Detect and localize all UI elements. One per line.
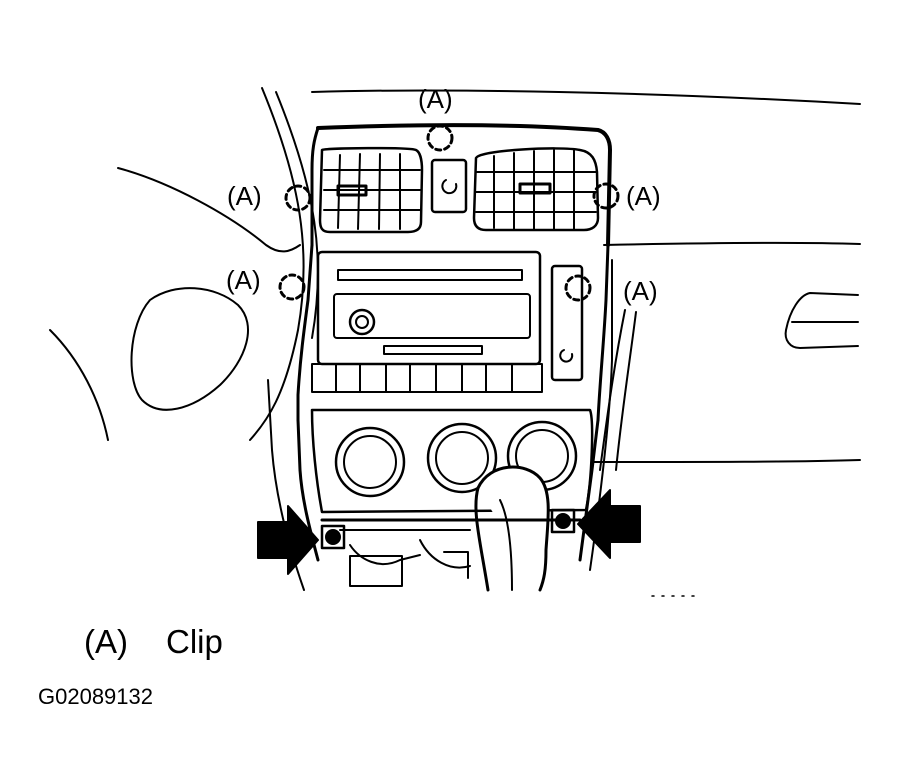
clip-marker-right-lower <box>564 274 592 302</box>
climate-control-panel <box>310 408 594 514</box>
clip-label-left-upper: (A) <box>227 181 262 211</box>
lower-bracket <box>320 518 582 587</box>
legend-key: (A) <box>84 623 128 660</box>
arrow-right-pointing <box>257 505 319 575</box>
legend-description: Clip <box>166 623 223 660</box>
clip-marker-top <box>426 124 454 152</box>
shift-lever <box>474 465 550 592</box>
figure-id: G02089132 <box>38 684 153 709</box>
left-air-vent <box>318 146 424 234</box>
screw-left <box>320 524 346 550</box>
clip-marker-left-lower <box>278 273 306 301</box>
right-air-vent <box>472 147 600 232</box>
clip-label-left-lower: (A) <box>226 265 261 295</box>
right-vertical-switch <box>550 264 584 382</box>
clip-marker-right-upper <box>592 182 620 210</box>
clip-label-right-upper: (A) <box>626 181 661 211</box>
arrow-left-pointing <box>577 489 641 559</box>
clip-label-right-lower: (A) <box>623 276 658 306</box>
hazard-switch <box>430 158 468 214</box>
dashboard-lines <box>311 89 861 471</box>
clip-marker-left-upper <box>284 184 312 212</box>
steering-wheel <box>49 87 319 441</box>
audio-unit <box>311 250 543 393</box>
screw-right <box>550 508 576 534</box>
clip-label-top: (A) <box>418 84 453 114</box>
